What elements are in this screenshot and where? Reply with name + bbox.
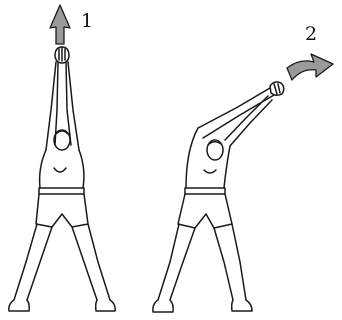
arrow-right-icon <box>287 54 333 80</box>
step-2-label: 2 <box>305 23 317 45</box>
step-1-label: 1 <box>81 10 93 32</box>
figure-step-1: 1 <box>9 5 115 311</box>
figure-step-2: 2 <box>153 23 333 312</box>
arrow-up-icon <box>50 5 70 44</box>
